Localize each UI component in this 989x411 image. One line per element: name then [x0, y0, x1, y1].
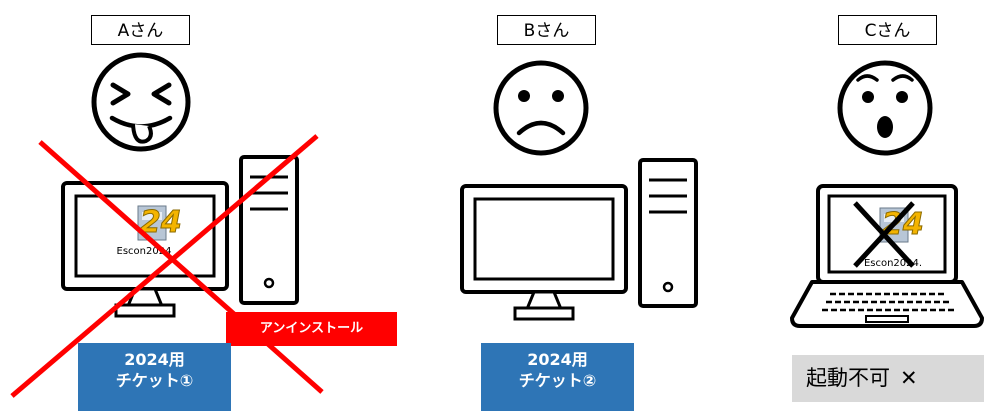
escon-app-label: Escon2024: [116, 246, 172, 257]
close-icon: ✕: [900, 366, 918, 390]
ticket-b-line1: 2024用: [527, 350, 588, 369]
ticket-a: 2024用 チケット①: [78, 343, 231, 411]
ticket-a-line1: 2024用: [124, 350, 185, 369]
uninstall-label: アンインストール: [226, 312, 397, 346]
status-label: 起動不可: [806, 366, 890, 390]
status-badge: 起動不可 ✕: [792, 355, 984, 402]
escon-app-label: Escon2024.: [863, 258, 923, 269]
person-a-name: Aさん: [91, 15, 190, 45]
ticket-b: 2024用 チケット②: [481, 343, 634, 411]
person-b-name: Bさん: [497, 15, 596, 45]
escon-app-icon: 24: [860, 200, 924, 246]
escon-app-icon: 24: [118, 198, 182, 244]
person-c-name: Cさん: [838, 15, 937, 45]
svg-text:24: 24: [140, 205, 182, 240]
svg-text:24: 24: [882, 207, 924, 242]
ticket-b-line2: チケット②: [518, 371, 597, 390]
ticket-a-line2: チケット①: [115, 371, 194, 390]
